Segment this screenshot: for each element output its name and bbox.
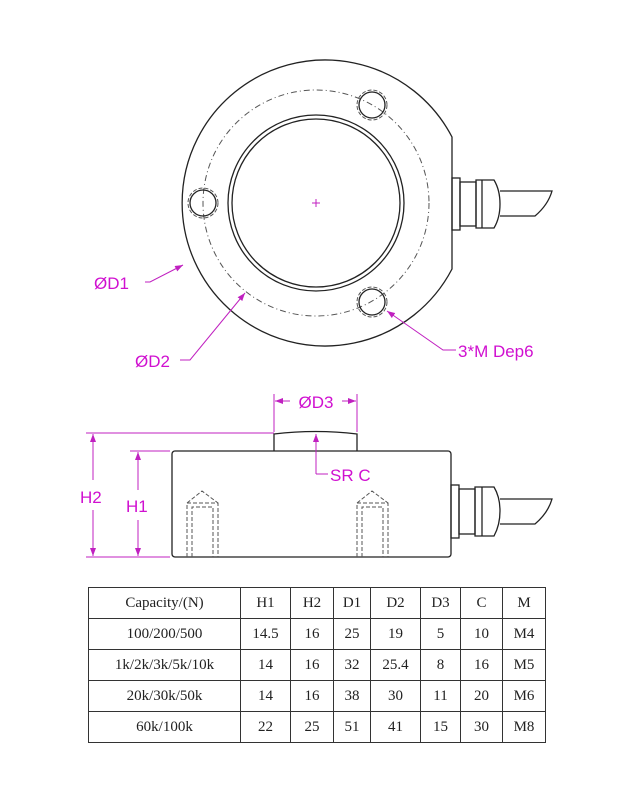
cell: 19 — [370, 618, 421, 650]
mount-holes — [187, 89, 388, 318]
cell: 30 — [370, 680, 421, 712]
side-view: ØD3 SR C H2 H1 — [80, 393, 553, 558]
cell: 25 — [290, 711, 334, 743]
load-button — [273, 430, 358, 451]
cell: 30 — [460, 711, 503, 743]
table-header: Capacity/(N) H1 H2 D1 D2 D3 C M — [88, 587, 546, 619]
cable-gland-top — [451, 177, 553, 231]
d3-label: ØD3 — [299, 393, 334, 412]
cell: M5 — [502, 649, 546, 681]
hidden-threads — [186, 490, 389, 557]
body-side — [171, 450, 452, 558]
cell: 20 — [460, 680, 503, 712]
center-mark — [312, 199, 320, 207]
outer-body — [181, 59, 453, 347]
cell: 16 — [290, 649, 334, 681]
load-face — [231, 118, 401, 288]
cable-gland-side — [450, 484, 553, 539]
d2-label: ØD2 — [135, 352, 170, 371]
cell: 16 — [460, 649, 503, 681]
cell: M8 — [502, 711, 546, 743]
src-label: SR C — [330, 466, 371, 485]
d1-label: ØD1 — [94, 274, 129, 293]
cell: 10 — [460, 618, 503, 650]
cell: 14 — [240, 649, 291, 681]
cell: 41 — [370, 711, 421, 743]
cell: 1k/2k/3k/5k/10k — [88, 649, 241, 681]
cell: 14 — [240, 680, 291, 712]
cell: 51 — [333, 711, 371, 743]
cell: 25.4 — [370, 649, 421, 681]
cell: 16 — [290, 680, 334, 712]
cell: 11 — [420, 680, 461, 712]
cell: 38 — [333, 680, 371, 712]
col-d1: D1 — [333, 587, 371, 619]
h1-label: H1 — [126, 497, 148, 516]
col-h2: H2 — [290, 587, 334, 619]
col-capacity: Capacity/(N) — [88, 587, 241, 619]
cell: 32 — [333, 649, 371, 681]
hole-label: 3*M Dep6 — [458, 342, 534, 361]
cell: 25 — [333, 618, 371, 650]
cell: M4 — [502, 618, 546, 650]
h2-label: H2 — [80, 488, 102, 507]
cell: 22 — [240, 711, 291, 743]
col-d2: D2 — [370, 587, 421, 619]
top-view: ØD1 ØD2 3*M Dep6 — [94, 59, 553, 371]
capacity-table: Capacity/(N) H1 H2 D1 D2 D3 C M 100/200/… — [88, 587, 546, 743]
cell: 14.5 — [240, 618, 291, 650]
inner-ring — [227, 114, 405, 292]
col-m: M — [502, 587, 546, 619]
pitch-circle — [202, 89, 430, 317]
col-d3: D3 — [420, 587, 461, 619]
cell: 60k/100k — [88, 711, 241, 743]
load-cell-drawing: ØD1 ØD2 3*M Dep6 ØD3 SR C — [80, 59, 553, 558]
cell: M6 — [502, 680, 546, 712]
col-c: C — [460, 587, 503, 619]
cell: 16 — [290, 618, 334, 650]
cell: 100/200/500 — [88, 618, 241, 650]
cell: 8 — [420, 649, 461, 681]
cell: 15 — [420, 711, 461, 743]
col-h1: H1 — [240, 587, 291, 619]
cell: 20k/30k/50k — [88, 680, 241, 712]
cell: 5 — [420, 618, 461, 650]
